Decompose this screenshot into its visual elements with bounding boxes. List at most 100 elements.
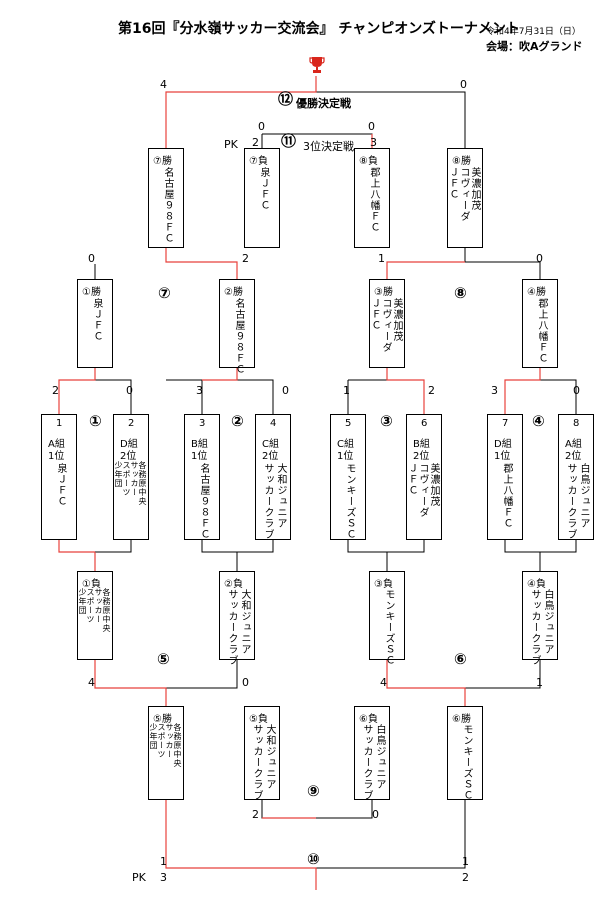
match-5-number: ⑤	[157, 650, 170, 668]
team-name: 美濃加茂	[428, 463, 439, 507]
seed-number: 7	[502, 418, 509, 429]
m8-score-left: 1	[378, 252, 385, 265]
team-name-2: コヴィーダ	[458, 167, 469, 222]
team-name-3: ＪＦＣ	[447, 167, 458, 200]
trophy-icon	[309, 57, 325, 73]
team-box-w8: ⑧勝 美濃加茂 コヴィーダ ＪＦＣ	[447, 148, 483, 248]
seed-group: D組	[120, 439, 138, 450]
seed-rank: 2位	[565, 451, 582, 462]
team-box-w5: ⑤勝 各務原中央 サッカー スポーツ 少年団	[148, 706, 184, 800]
m5-score-left: 4	[88, 676, 95, 689]
team-name: 泉ＪＦＣ	[55, 463, 66, 507]
seed-number: 3	[199, 418, 206, 429]
seed-box-1: 1 A組 1位 泉ＪＦＣ	[41, 414, 77, 540]
team-name: 白鳥ジュニア	[542, 589, 553, 655]
match-4-number: ④	[532, 412, 545, 430]
match-10-number: ⑩	[307, 850, 320, 868]
seed-box-4: 4 C組 2位 大和ジュニア サッカークラブ	[255, 414, 291, 540]
team-name: 白鳥ジュニア	[578, 463, 589, 529]
m6-score-right: 1	[536, 676, 543, 689]
seed-rank: 2位	[262, 451, 279, 462]
seed-box-6: 6 B組 2位 美濃加茂 コヴィーダ ＪＦＣ	[406, 414, 442, 540]
team-box-w7: ⑦勝 名古屋９８ＦＣ	[148, 148, 184, 248]
team-box-head: ②勝	[224, 287, 243, 298]
team-box-head: ③負	[374, 579, 393, 590]
team-name: 郡上八幡ＦＣ	[501, 463, 512, 529]
team-name: モンキーズＳＣ	[344, 463, 355, 540]
match-11-number: ⑪	[281, 132, 297, 150]
team-name-2: サッカークラブ	[529, 589, 540, 666]
team-name-2: サッカー	[165, 723, 174, 759]
third-score-left: 0	[258, 120, 265, 133]
seed-number: 5	[345, 418, 352, 429]
team-box-head: ⑤負	[249, 714, 268, 725]
seed-number: 4	[270, 418, 277, 429]
m4-score-right: 0	[573, 384, 580, 397]
team-name-2: サッカー	[94, 588, 103, 624]
team-name: 名古屋９８ＦＣ	[162, 167, 173, 244]
team-name: 大和ジュニア	[275, 463, 286, 529]
m1-score-right: 0	[126, 384, 133, 397]
page-title: 第16回『分水嶺サッカー交流会』 チャンピオンズトーナメント	[118, 21, 520, 37]
m10-score-right: 1	[462, 855, 469, 868]
team-name-3: ＪＦＣ	[406, 463, 417, 496]
team-name: 名古屋９８ＦＣ	[198, 463, 209, 540]
team-name-2: サッカークラブ	[565, 463, 576, 540]
team-name: 名古屋９８ＦＣ	[233, 298, 244, 375]
team-box-l3: ③負 モンキーズＳＣ	[369, 571, 405, 666]
team-name-2: サッカークラブ	[361, 724, 372, 801]
team-name-2: コヴィーダ	[380, 298, 391, 353]
team-box-w6: ⑥勝 モンキーズＳＣ	[447, 706, 483, 801]
third-score-right: 0	[368, 120, 375, 133]
final-score-left: 4	[160, 78, 167, 91]
team-box-head: ⑤勝	[153, 714, 172, 725]
team-name: 大和ジュニア	[264, 724, 275, 790]
m10-pk-right: 2	[462, 871, 469, 884]
team-box-head: ②負	[224, 579, 243, 590]
team-name-4: 少年団	[78, 588, 87, 615]
team-box-l2: ②負 大和ジュニア サッカークラブ	[219, 571, 255, 666]
team-name: 各務原中央	[173, 723, 182, 768]
team-box-w4: ④勝 郡上八幡ＦＣ	[522, 279, 558, 368]
team-name: 白鳥ジュニア	[374, 724, 385, 790]
m3-score-left: 1	[343, 384, 350, 397]
match-9-number: ⑨	[307, 782, 320, 800]
team-name: 大和ジュニア	[239, 589, 250, 655]
team-box-head: ⑥勝	[452, 714, 471, 725]
venue-label: 会場：吹Aグランド	[486, 40, 583, 53]
team-box-l6: ⑥負 白鳥ジュニア サッカークラブ	[354, 706, 390, 801]
team-box-l5: ⑤負 大和ジュニア サッカークラブ	[244, 706, 280, 801]
team-name-2: コヴィーダ	[417, 463, 428, 518]
team-name: 各務原中央	[102, 588, 111, 633]
seed-group: B組	[191, 439, 208, 450]
seed-number: 2	[128, 418, 135, 429]
m9-score-right: 0	[372, 808, 379, 821]
match-7-number: ⑦	[158, 284, 171, 302]
match-12-number: ⑫	[278, 90, 294, 108]
seed-rank: 2位	[120, 451, 137, 462]
seed-number: 6	[421, 418, 428, 429]
team-box-head: ④勝	[527, 287, 546, 298]
seed-box-7: 7 D組 1位 郡上八幡ＦＣ	[487, 414, 523, 540]
seed-group: C組	[337, 439, 354, 450]
third-pk-right: 3	[370, 136, 377, 149]
seed-group: D組	[494, 439, 512, 450]
team-box-l7: ⑦負 泉ＪＦＣ	[244, 148, 280, 248]
team-name: 泉ＪＦＣ	[258, 167, 269, 211]
m4-score-left: 3	[491, 384, 498, 397]
third-pk-left: 2	[252, 136, 259, 149]
team-name: 美濃加茂	[391, 298, 402, 342]
team-box-w1: ①勝 泉ＪＦＣ	[77, 279, 113, 368]
team-box-w3: ③勝 美濃加茂 コヴィーダ ＪＦＣ	[369, 279, 405, 368]
m2-score-right: 0	[282, 384, 289, 397]
team-name-3: スポーツ	[157, 723, 166, 759]
team-box-head: ①勝	[82, 287, 101, 298]
m10-pk-left: 3	[160, 871, 167, 884]
seed-rank: 1位	[494, 451, 511, 462]
match-8-number: ⑧	[454, 284, 467, 302]
team-box-l8: ⑧負 郡上八幡ＦＣ	[354, 148, 390, 248]
m3-score-right: 2	[428, 384, 435, 397]
match-date: 令和4年7月31日（日）	[486, 27, 581, 37]
team-box-head: ⑦勝	[153, 156, 172, 167]
team-box-head: ①負	[82, 579, 101, 590]
